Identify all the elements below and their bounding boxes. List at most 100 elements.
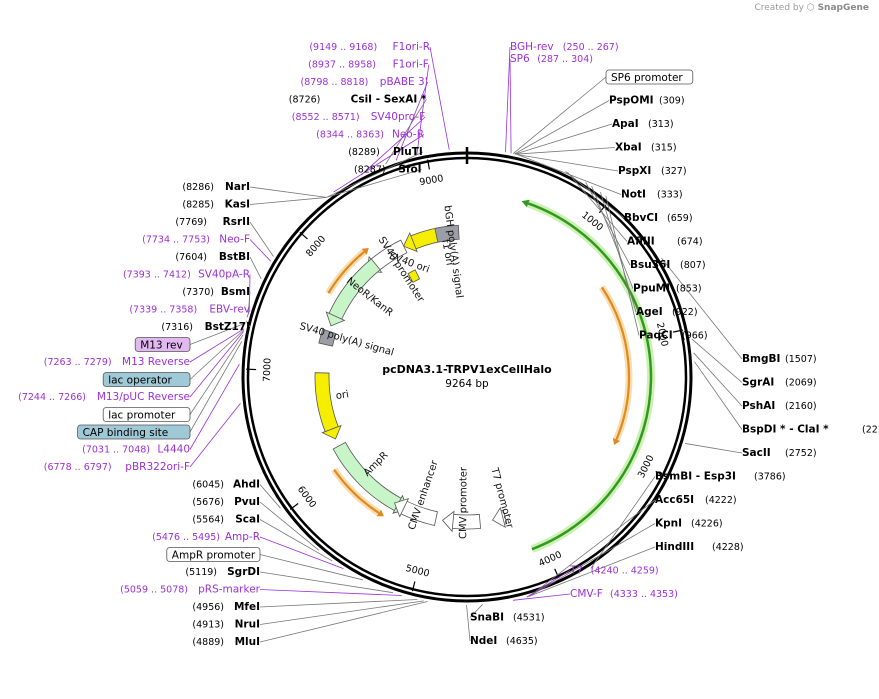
label-name: pRS-marker bbox=[198, 584, 261, 596]
label-leader-line bbox=[189, 328, 245, 363]
label-range: (313) bbox=[648, 119, 674, 130]
label-range: (8287) bbox=[354, 165, 386, 176]
label-name: KasI bbox=[225, 199, 250, 211]
enzyme-site-label[interactable]: BstBI(7604) bbox=[175, 251, 250, 263]
primer-label[interactable]: CMV-F(4333 .. 4353) bbox=[570, 588, 678, 600]
feature-callout[interactable]: M13 rev bbox=[134, 337, 191, 352]
enzyme-site-label[interactable]: RsrII (7769) bbox=[175, 216, 250, 228]
enzyme-site-label[interactable]: BspDI * - ClaI *(2217) bbox=[742, 424, 879, 436]
label-range: (8726) bbox=[289, 95, 321, 106]
enzyme-site-label[interactable]: NotI(333) bbox=[621, 189, 683, 201]
primer-label[interactable]: Neo-R(8344 .. 8363) bbox=[316, 129, 424, 141]
enzyme-site-label[interactable]: AhdI(6045) bbox=[192, 479, 260, 491]
label-leader-line bbox=[512, 593, 571, 601]
enzyme-site-label[interactable]: SacII(2752) bbox=[742, 447, 817, 459]
label-range: (5476 .. 5495) bbox=[152, 532, 220, 543]
primer-label[interactable]: Neo-F(7734 .. 7753) bbox=[142, 234, 250, 246]
feature-arrowhead bbox=[325, 311, 346, 327]
label-name: PaqCI bbox=[639, 330, 673, 342]
label-leader-line bbox=[466, 604, 471, 642]
enzyme-site-label[interactable]: PshAI(2160) bbox=[742, 400, 817, 412]
enzyme-site-label[interactable]: BsmI(7370) bbox=[182, 286, 250, 298]
ruler-tick bbox=[655, 470, 665, 477]
primer-label[interactable]: F1ori-F(8937 .. 8958) bbox=[308, 59, 429, 71]
enzyme-site-label[interactable]: AgeI(922) bbox=[636, 306, 698, 318]
label-range: (4228) bbox=[712, 542, 744, 553]
primer-label[interactable]: Amp-R(5476 .. 5495) bbox=[152, 531, 260, 543]
label-name: Bsu36I bbox=[630, 259, 670, 271]
primer-label[interactable]: L4440(7031 .. 7048) bbox=[82, 444, 190, 456]
enzyme-site-label[interactable]: PvuI(5676) bbox=[192, 496, 260, 508]
label-name: BsmBI - Esp3I bbox=[655, 471, 736, 483]
enzyme-site-label[interactable]: SfoI(8287) bbox=[354, 164, 422, 176]
label-range: (7263 .. 7279) bbox=[44, 357, 112, 368]
enzyme-site-label[interactable]: Acc65I(4222) bbox=[655, 494, 737, 506]
enzyme-site-label[interactable]: MfeI(4956) bbox=[192, 601, 260, 613]
orf-arrowhead bbox=[612, 437, 621, 446]
primer-label[interactable]: pRS-marker(5059 .. 5078) bbox=[120, 584, 261, 596]
feature-callout[interactable]: AmpR promoter bbox=[166, 547, 261, 562]
enzyme-site-label[interactable]: KasI(8285) bbox=[182, 199, 250, 211]
label-name: HindIII bbox=[655, 541, 694, 553]
label-range: (853) bbox=[676, 284, 702, 295]
enzyme-site-label[interactable]: PaqCI(966) bbox=[639, 330, 708, 342]
orf-arrowhead bbox=[361, 248, 369, 255]
label-range: (315) bbox=[651, 143, 677, 154]
feature-callout[interactable]: SP6 promoter bbox=[605, 69, 694, 85]
primer-label[interactable]: M13 Reverse(7263 .. 7279) bbox=[44, 356, 190, 368]
feature-arrowhead bbox=[403, 231, 418, 253]
enzyme-site-label[interactable]: NarI(8286) bbox=[182, 181, 250, 193]
label-leader-line bbox=[259, 554, 364, 581]
feature-label: ori bbox=[335, 389, 350, 402]
primer-label[interactable]: SP6(287 .. 304) bbox=[510, 53, 593, 65]
ruler-tick bbox=[427, 159, 431, 170]
enzyme-site-label[interactable]: NruI(4913) bbox=[192, 619, 260, 631]
label-range: (4222) bbox=[705, 495, 737, 506]
enzyme-site-label[interactable]: PpuMI(853) bbox=[633, 283, 702, 295]
enzyme-site-label[interactable]: PspXI(327) bbox=[618, 165, 687, 177]
label-leader-line bbox=[590, 476, 656, 569]
enzyme-site-label[interactable]: MluI(4889) bbox=[192, 636, 260, 648]
primer-label[interactable]: T7(4240 .. 4259) bbox=[569, 565, 659, 577]
feature-callout[interactable]: CAP binding site bbox=[77, 424, 191, 440]
enzyme-site-label[interactable]: Bsu36I(807) bbox=[630, 259, 706, 271]
enzyme-site-label[interactable]: SnaBI(4531) bbox=[470, 612, 545, 624]
enzyme-site-label[interactable]: PluTI(8289) bbox=[348, 146, 423, 158]
primer-label[interactable]: M13/pUC Reverse(7244 .. 7266) bbox=[18, 391, 190, 403]
primer-label[interactable]: pBABE 3'(8798 .. 8818) bbox=[301, 76, 428, 88]
label-range: (7769) bbox=[175, 217, 207, 228]
label-leader-line bbox=[259, 600, 424, 625]
label-name: RsrII bbox=[223, 216, 250, 228]
label-box bbox=[77, 424, 191, 440]
enzyme-site-label[interactable]: SgrAI(2069) bbox=[742, 377, 817, 389]
primer-label[interactable]: EBV-rev(7339 .. 7358) bbox=[129, 304, 250, 316]
enzyme-site-label[interactable]: AflIII(674) bbox=[627, 236, 703, 248]
enzyme-site-label[interactable]: KpnI(4226) bbox=[655, 518, 723, 530]
primer-label[interactable]: pBR322ori-F(6778 .. 6797) bbox=[44, 461, 190, 473]
feature-arrowhead bbox=[321, 424, 342, 440]
primer-label[interactable]: SV40pA-R(7393 .. 7412) bbox=[123, 269, 250, 281]
enzyme-site-label[interactable]: BsmBI - Esp3I(3786) bbox=[655, 471, 786, 483]
enzyme-site-label[interactable]: BmgBI(1507) bbox=[742, 353, 817, 365]
enzyme-site-label[interactable]: NdeI(4635) bbox=[470, 635, 538, 647]
label-box bbox=[605, 69, 694, 85]
enzyme-site-label[interactable]: ScaI(5564) bbox=[192, 514, 260, 526]
primer-label[interactable]: SV40pro-F(8552 .. 8571) bbox=[292, 111, 425, 123]
enzyme-site-label[interactable]: XbaI(315) bbox=[615, 142, 677, 154]
enzyme-site-label[interactable]: BbvCI(659) bbox=[624, 212, 693, 224]
label-name: AhdI bbox=[233, 479, 260, 491]
enzyme-site-label[interactable]: SgrDI(5119) bbox=[185, 566, 260, 578]
feature-callout[interactable]: lac operator bbox=[102, 372, 191, 387]
enzyme-site-label[interactable]: ApaI(313) bbox=[612, 118, 674, 130]
primer-label[interactable]: F1ori-R(9149 .. 9168) bbox=[309, 41, 430, 53]
enzyme-site-label[interactable]: CsiI - SexAI *(8726) bbox=[289, 94, 427, 106]
primer-label[interactable]: BGH-rev(250 .. 267) bbox=[510, 41, 619, 53]
feature-callout[interactable]: lac promoter bbox=[102, 407, 191, 422]
label-leader-line bbox=[360, 116, 426, 176]
enzyme-site-label[interactable]: PspOMI(309) bbox=[609, 95, 685, 107]
label-leaders bbox=[189, 46, 743, 643]
enzyme-site-label[interactable]: BstZ17I(7316) bbox=[161, 321, 250, 333]
feature-arrowhead bbox=[441, 510, 455, 533]
enzyme-site-label[interactable]: HindIII (4228) bbox=[655, 541, 744, 553]
label-box bbox=[134, 337, 191, 352]
